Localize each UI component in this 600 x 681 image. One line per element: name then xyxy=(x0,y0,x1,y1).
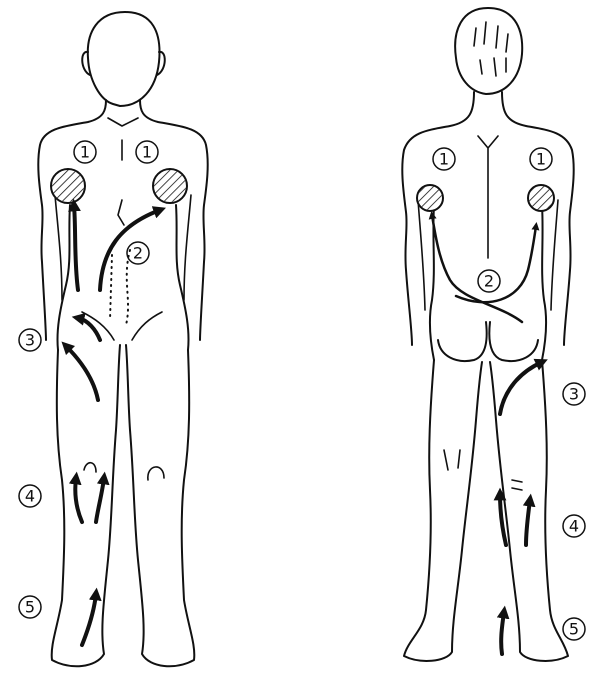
front-label-4: 4 xyxy=(19,485,41,507)
back-hair-strokes xyxy=(474,22,508,76)
back-buttocks-left xyxy=(438,322,487,361)
back-label-4: 4 xyxy=(563,515,585,537)
back-label-5: 5 xyxy=(563,618,585,640)
front-torso-right xyxy=(176,205,189,350)
front-label-3: 3 xyxy=(19,329,41,351)
back-left-node-hatch xyxy=(418,186,442,210)
front-arrow-thigh-lower xyxy=(66,346,98,400)
front-left-leg xyxy=(52,345,120,666)
front-figure xyxy=(38,12,207,666)
front-dotted-right xyxy=(126,250,130,325)
label-text: 1 xyxy=(80,143,90,162)
front-right-leg xyxy=(126,345,194,666)
back-left-leg xyxy=(404,360,482,661)
front-left-inner-arm xyxy=(55,195,62,300)
front-arrow-knee-left xyxy=(75,478,82,522)
number-labels: 1 1 2 3 4 5 1 1 xyxy=(19,141,585,640)
back-label-3: 3 xyxy=(563,383,585,405)
back-label-1-right: 1 xyxy=(530,148,552,170)
back-arrow-calf-right xyxy=(526,500,530,545)
back-figure xyxy=(402,8,573,661)
front-midline xyxy=(118,200,124,225)
back-left-calf-marks xyxy=(444,450,460,470)
back-arrow-to-left-node xyxy=(432,215,522,322)
back-body-outline-left xyxy=(402,92,474,345)
back-right-inner-arm xyxy=(551,200,558,310)
label-text: 1 xyxy=(439,150,449,169)
label-text: 5 xyxy=(25,598,35,617)
label-text: 1 xyxy=(536,150,546,169)
label-text: 2 xyxy=(484,272,494,291)
front-arrow-torso-left xyxy=(74,205,78,290)
back-right-knee-marks xyxy=(512,480,522,490)
front-body-outline-left xyxy=(38,100,106,340)
front-dotted-left xyxy=(110,255,112,320)
back-head xyxy=(455,8,522,94)
label-text: 1 xyxy=(142,143,152,162)
back-body-outline-right xyxy=(502,92,574,345)
front-label-1-right: 1 xyxy=(136,141,158,163)
back-label-1-left: 1 xyxy=(433,148,455,170)
front-head xyxy=(88,12,160,106)
back-arrow-foot xyxy=(501,612,504,654)
label-text: 4 xyxy=(25,487,35,506)
front-groin-right xyxy=(132,312,162,340)
front-right-inner-arm xyxy=(184,195,191,300)
front-arrow-foot xyxy=(82,594,96,645)
label-text: 3 xyxy=(569,385,579,404)
label-text: 3 xyxy=(25,331,35,350)
back-torso-right xyxy=(542,205,546,360)
front-right-knee xyxy=(148,467,164,480)
label-text: 4 xyxy=(569,517,579,536)
label-text: 5 xyxy=(569,620,579,639)
label-text: 2 xyxy=(133,244,143,263)
front-torso-left xyxy=(57,205,70,350)
front-left-node-hatch xyxy=(52,170,84,202)
back-left-inner-arm xyxy=(418,200,425,310)
front-clavicle xyxy=(108,118,138,126)
back-right-node-hatch xyxy=(529,186,553,210)
front-left-knee xyxy=(84,463,96,472)
front-label-1-left: 1 xyxy=(74,141,96,163)
back-spine xyxy=(478,136,498,258)
front-label-5: 5 xyxy=(19,596,41,618)
back-label-2: 2 xyxy=(478,270,500,292)
front-body-outline-right xyxy=(140,100,208,340)
front-arrow-knee-right xyxy=(96,478,104,522)
front-right-node-hatch xyxy=(154,170,186,202)
back-buttocks-right xyxy=(489,322,538,361)
front-label-2: 2 xyxy=(127,242,149,264)
back-arrow-to-right-node xyxy=(456,226,536,302)
back-arrow-thigh xyxy=(500,362,542,414)
